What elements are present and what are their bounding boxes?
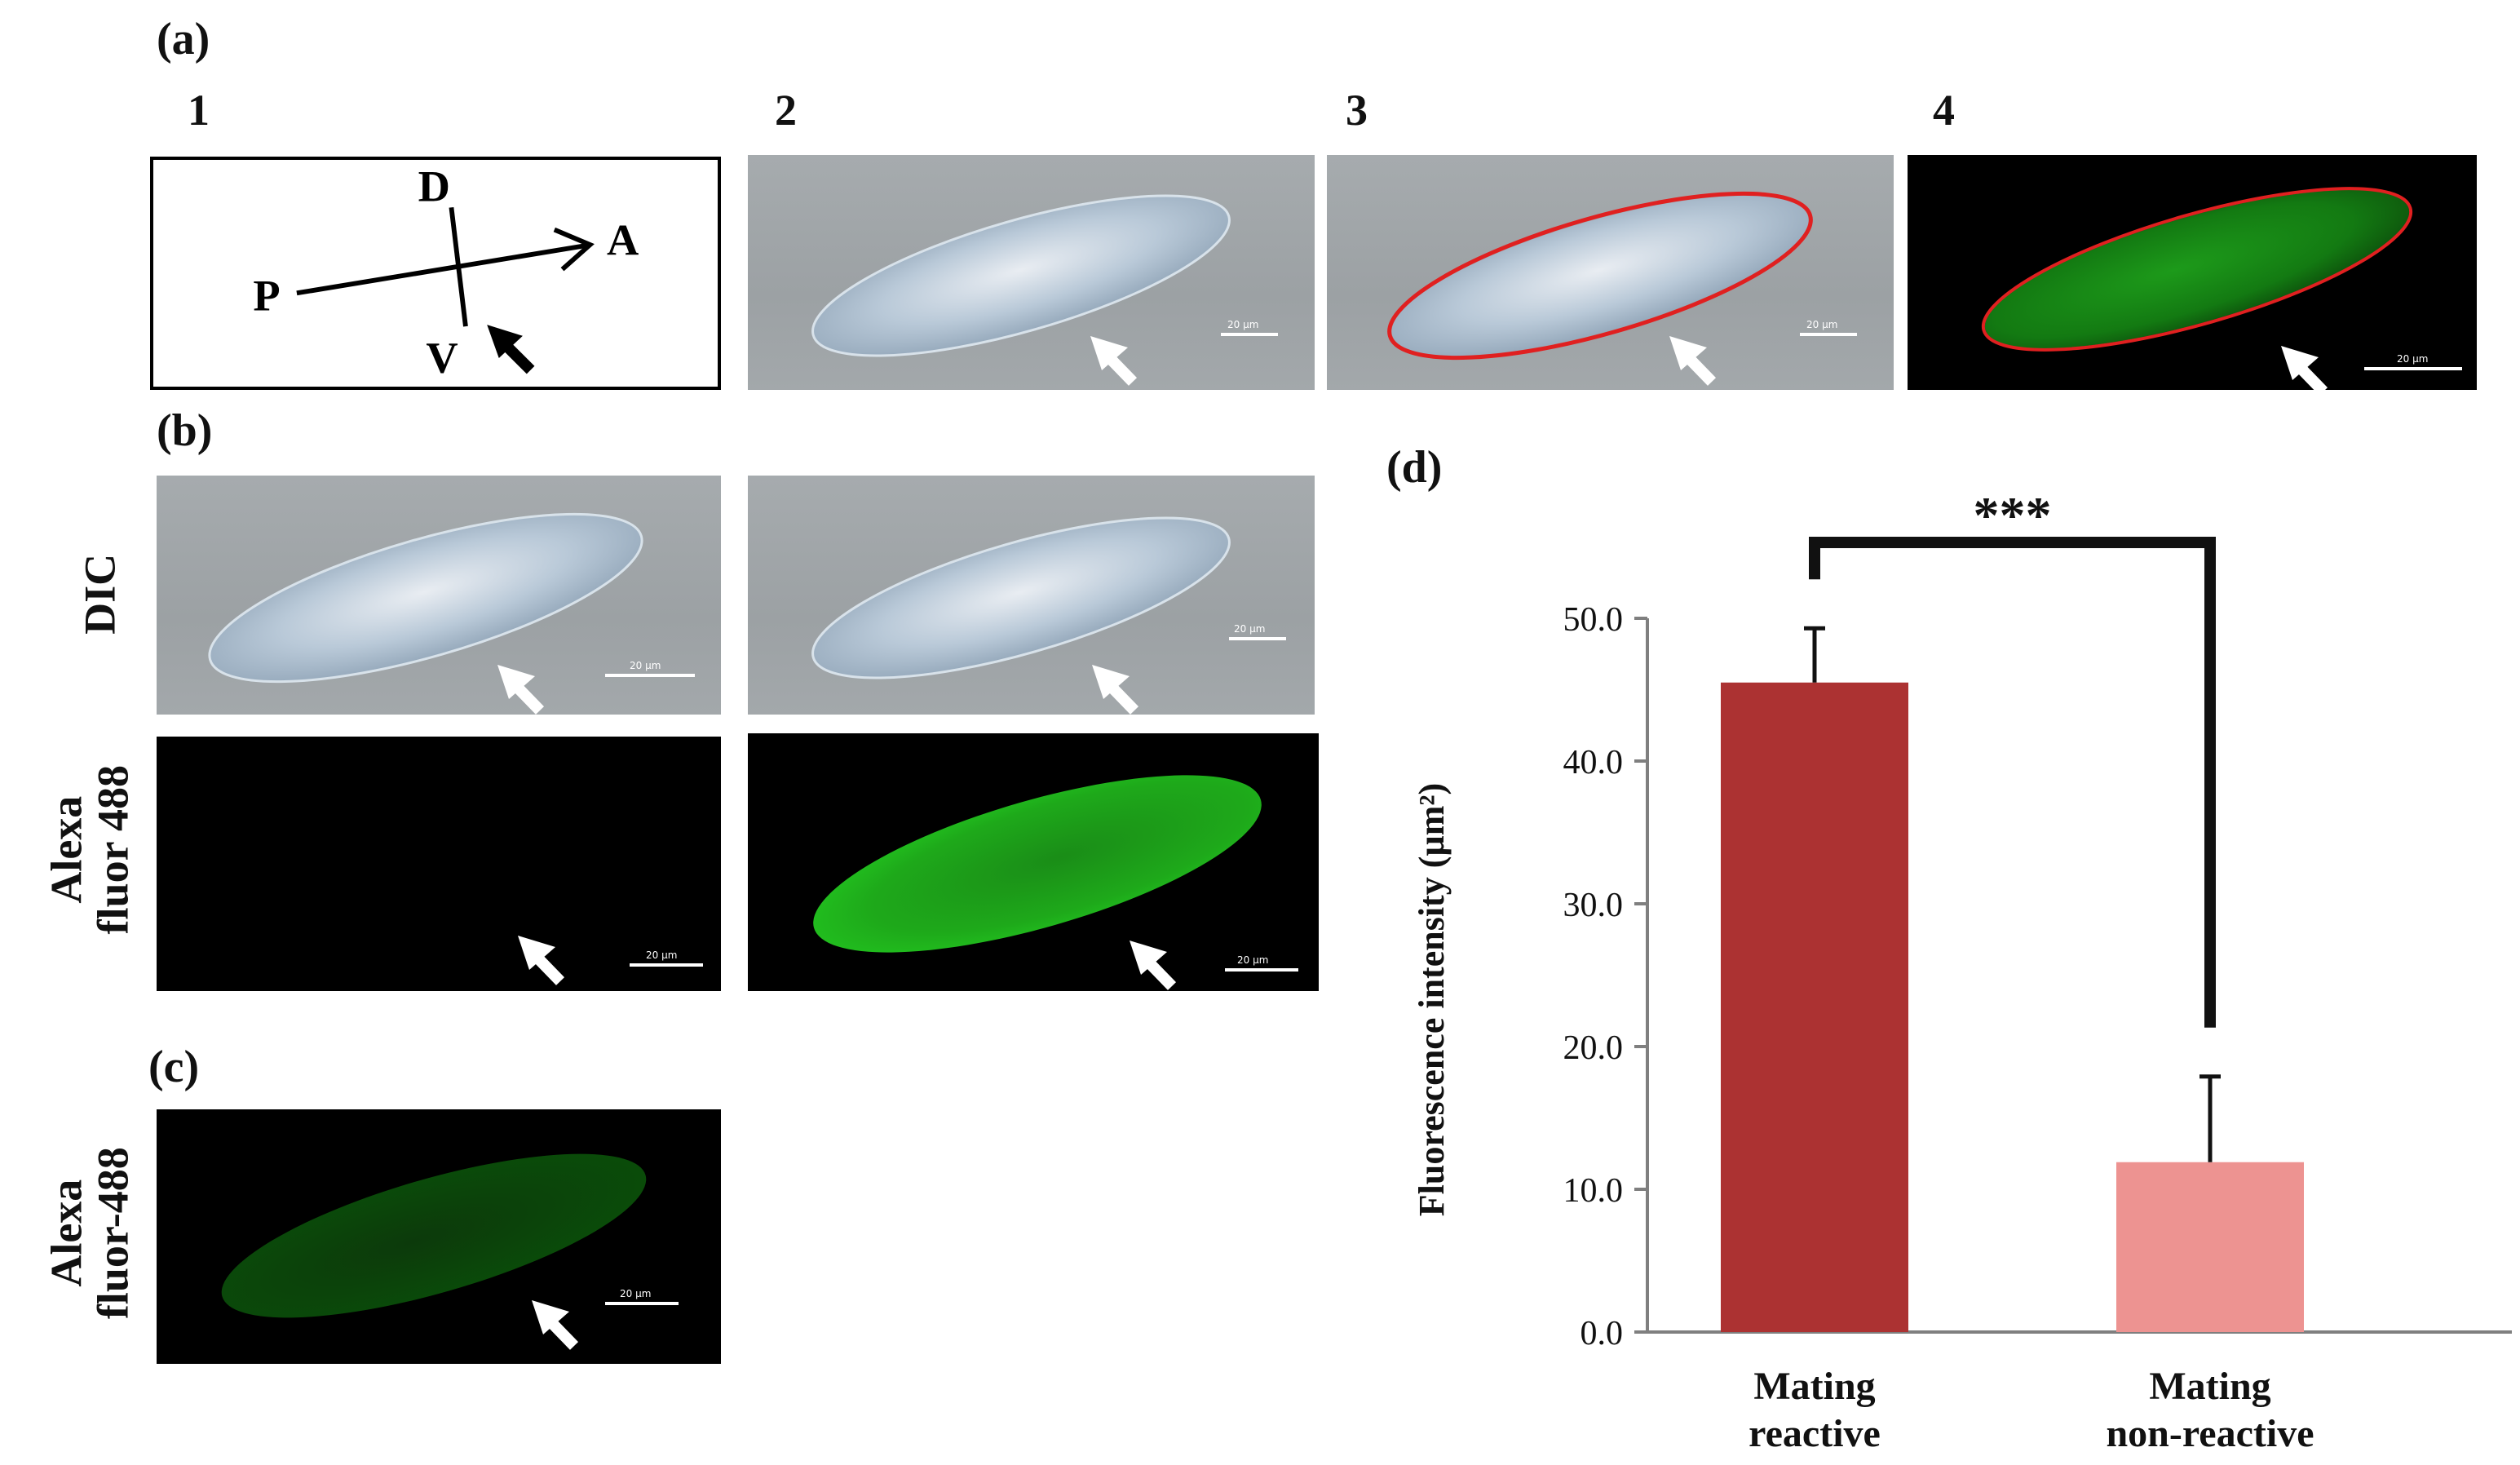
- scale-bar-text: 20 µm: [620, 1288, 651, 1299]
- cell-outline: [1387, 191, 1813, 361]
- bar-mating-non-reactive: [2116, 1162, 2304, 1332]
- significance-bracket: [1809, 537, 2216, 1028]
- fluorescence-image-b-right: 20 µm: [748, 733, 1319, 991]
- row-label-alexa-c: Alexa fluor-488: [42, 1107, 137, 1360]
- row-label-alexa-b: Alexa fluor 488: [42, 728, 137, 972]
- label-posterior: P: [253, 271, 280, 321]
- scale-bar-text: 20 µm: [646, 949, 677, 961]
- fluorescence-image-b-left: 20 µm: [157, 737, 721, 991]
- y-tick-label: 50.0: [1563, 601, 1624, 639]
- scale-bar-text: 20 µm: [1806, 319, 1837, 330]
- y-tick-label: 20.0: [1563, 1029, 1624, 1067]
- y-axis-label: Fluorescence intensity (µm²): [1412, 783, 1452, 1216]
- arrow-icon: [1090, 336, 1138, 386]
- panel-label-c: (c): [148, 1042, 200, 1092]
- dic-image-b-left: 20 µm: [157, 476, 721, 715]
- scale-bar-text: 20 µm: [2397, 353, 2428, 365]
- sub-label-1: 1: [188, 86, 210, 135]
- y-tick-label: 0.0: [1581, 1315, 1624, 1352]
- sub-label-3: 3: [1346, 86, 1368, 135]
- scale-bar-text: 20 µm: [1227, 319, 1258, 330]
- panel-label-d: (d): [1386, 442, 1443, 493]
- scale-bar-text: 20 µm: [1237, 954, 1268, 966]
- cell-body: [811, 516, 1231, 679]
- cell-body: [221, 1153, 647, 1318]
- arrow-icon: [1092, 665, 1139, 715]
- cell-body: [1391, 195, 1809, 356]
- cell-body: [813, 775, 1262, 953]
- arrow-icon: [487, 325, 535, 374]
- dorsal-ventral-axis: [449, 206, 468, 327]
- x-category-label: Mating: [2149, 1365, 2270, 1408]
- x-category-label: reactive: [1749, 1412, 1881, 1455]
- fluorescence-image-c: 20 µm: [157, 1109, 721, 1364]
- cell-body: [208, 512, 643, 684]
- arrow-icon: [518, 936, 565, 985]
- y-tick-label: 30.0: [1563, 887, 1624, 924]
- scale-bar-text: 20 µm: [1234, 623, 1265, 635]
- arrow-icon: [2281, 346, 2328, 390]
- anterior-posterior-axis: [296, 243, 587, 296]
- y-tick-label: 40.0: [1563, 744, 1624, 781]
- cell-body: [811, 194, 1231, 357]
- sub-label-4: 4: [1933, 86, 1955, 135]
- row-label-alexa-c-line2: fluor-488: [88, 1147, 137, 1320]
- arrow-icon: [532, 1300, 579, 1350]
- cell-outline: [1981, 187, 2413, 352]
- sub-label-2: 2: [775, 86, 797, 135]
- axis-schematic: D V P A: [150, 157, 721, 390]
- row-label-dic: DIC: [75, 553, 125, 635]
- arrow-icon: [1130, 941, 1177, 990]
- fluorescence-outline-image-a4: 20 µm: [1908, 155, 2477, 390]
- bar-mating-reactive: [1721, 682, 1908, 1332]
- label-ventral: V: [426, 333, 458, 383]
- scale-bar-text: 20 µm: [630, 660, 661, 671]
- dic-image-b-right: 20 µm: [748, 476, 1315, 715]
- x-category-label: Mating: [1753, 1365, 1875, 1408]
- panel-label-b: (b): [157, 405, 213, 456]
- significance-label: ***: [1974, 486, 2052, 544]
- y-tick-label: 10.0: [1563, 1172, 1624, 1210]
- label-anterior: A: [607, 215, 639, 265]
- x-category-label: non-reactive: [2106, 1412, 2314, 1455]
- axis-arrowhead-icon: [553, 227, 595, 272]
- dic-outline-image-a3: 20 µm: [1327, 155, 1894, 390]
- dic-image-a2: 20 µm: [748, 155, 1315, 390]
- row-label-alexa-b-line2: fluor 488: [88, 764, 137, 935]
- row-label-alexa-b-line1: Alexa: [42, 795, 91, 904]
- arrow-icon: [497, 665, 545, 715]
- label-dorsal: D: [418, 162, 450, 211]
- row-label-alexa-c-line1: Alexa: [42, 1179, 91, 1287]
- cell-body: [1984, 189, 2410, 349]
- arrow-icon: [1669, 336, 1717, 386]
- panel-label-a: (a): [157, 14, 210, 64]
